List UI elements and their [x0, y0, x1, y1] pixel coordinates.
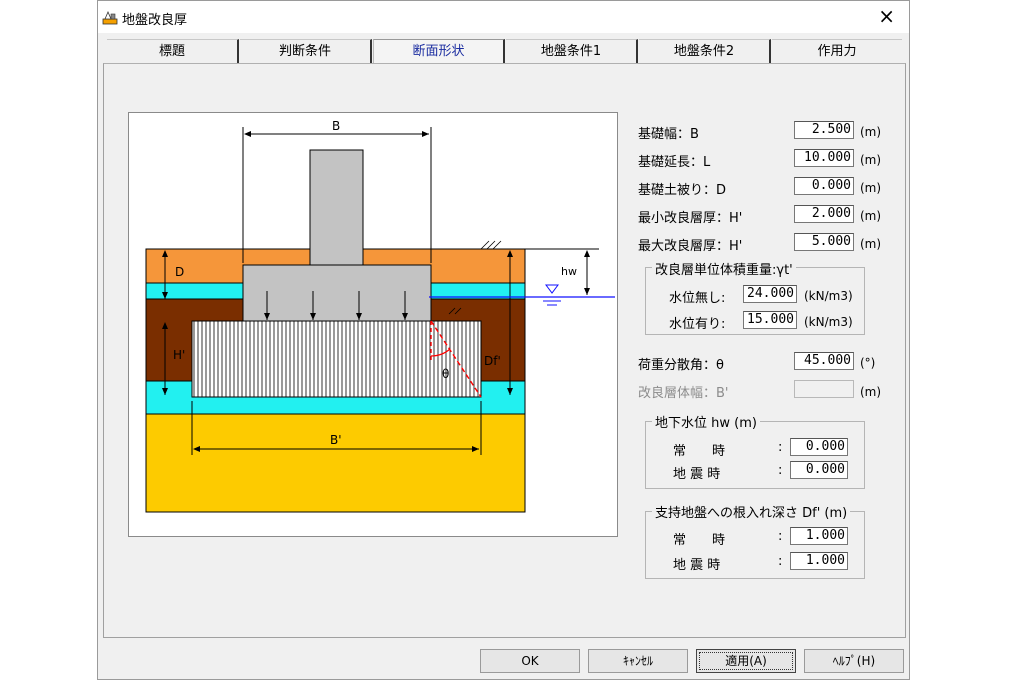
- tab-strip: 標題 判断条件 断面形状 地盤条件1 地盤条件2 作用力: [107, 39, 902, 63]
- embedment-title: 支持地盤への根入れ深さ Df' (m): [652, 502, 851, 521]
- apply-button[interactable]: 適用(A): [696, 649, 796, 673]
- app-icon: [102, 10, 118, 25]
- title-bar: 地盤改良厚 ×: [98, 1, 909, 33]
- tab-title[interactable]: 標題: [107, 39, 239, 63]
- embedment-quake-field[interactable]: 1.000: [790, 552, 848, 570]
- ok-button[interactable]: OK: [480, 649, 580, 673]
- colon-df-normal: :: [778, 529, 783, 544]
- footing-width-field[interactable]: 2.500: [794, 121, 854, 139]
- close-icon[interactable]: ×: [878, 4, 895, 28]
- label-hw-quake: 地 震 時: [673, 467, 721, 482]
- unit-d: (m): [860, 181, 882, 195]
- unit-kn-dry: (kN/m3): [804, 289, 853, 303]
- groundwater-title: 地下水位 hw (m): [652, 412, 760, 431]
- unit-weight-title: 改良層単位体積重量:γt': [652, 259, 796, 278]
- colon-df-quake: :: [778, 554, 783, 569]
- cancel-button[interactable]: ｷｬﾝｾﾙ: [588, 649, 688, 673]
- unit-theta: (°): [860, 356, 876, 370]
- footing-length-field[interactable]: 10.000: [794, 149, 854, 167]
- min-thickness-field[interactable]: 2.000: [794, 205, 854, 223]
- groundwater-normal-field[interactable]: 0.000: [790, 438, 848, 456]
- unit-hmax: (m): [860, 237, 882, 251]
- max-thickness-field[interactable]: 5.000: [794, 233, 854, 251]
- label-b: B: [332, 119, 340, 133]
- footing-base: [242, 264, 432, 322]
- tab-ground-1[interactable]: 地盤条件1: [506, 39, 638, 63]
- colon-hw-quake: :: [778, 463, 783, 478]
- window-title: 地盤改良厚: [122, 13, 188, 28]
- label-footing-length: 基礎延長：L: [638, 155, 711, 170]
- cover-depth-field[interactable]: 0.000: [794, 177, 854, 195]
- water-level-icon: [545, 284, 559, 294]
- label-dispersion-angle: 荷重分散角：θ: [638, 358, 724, 373]
- dispersion-line: [430, 320, 482, 398]
- label-theta: θ: [442, 367, 449, 381]
- label-footing-width: 基礎幅：B: [638, 127, 699, 142]
- colon-hw-normal: :: [778, 440, 783, 455]
- label-h: H': [173, 348, 185, 362]
- tab-section-shape[interactable]: 断面形状: [373, 39, 505, 63]
- label-max-thickness: 最大改良層厚：H': [638, 239, 743, 254]
- section-diagram-svg: B D H' B' Df' hw: [145, 119, 615, 513]
- label-min-thickness: 最小改良層厚：H': [638, 211, 743, 226]
- dispersion-angle-field[interactable]: 45.000: [794, 352, 854, 370]
- unit-weight-wet-field[interactable]: 15.000: [743, 311, 797, 329]
- groundwater-quake-field[interactable]: 0.000: [790, 461, 848, 479]
- tab-judgment[interactable]: 判断条件: [240, 39, 372, 63]
- label-hw-normal: 常 時: [673, 444, 726, 459]
- section-diagram: B D H' B' Df' hw: [128, 112, 618, 537]
- tab-panel: [103, 63, 906, 638]
- embedment-normal-field[interactable]: 1.000: [790, 527, 848, 545]
- label-d: D: [175, 265, 184, 279]
- label-cover-depth: 基礎土被り：D: [638, 183, 727, 198]
- unit-kn-wet: (kN/m3): [804, 315, 853, 329]
- footing-column: [309, 149, 364, 266]
- unit-b: (m): [860, 125, 882, 139]
- unit-bw: (m): [860, 385, 882, 399]
- improved-layer: [191, 320, 482, 398]
- label-bp: B': [330, 433, 342, 447]
- improved-width-field: [794, 380, 854, 398]
- dialog-window: 地盤改良厚 × 標題 判断条件 断面形状 地盤条件1 地盤条件2 作用力: [97, 0, 910, 680]
- unit-weight-dry-field[interactable]: 24.000: [743, 285, 797, 303]
- label-no-water: 水位無し:: [669, 291, 726, 306]
- label-df: Df': [484, 354, 501, 368]
- tab-force[interactable]: 作用力: [772, 39, 902, 63]
- label-improved-width: 改良層体幅：B': [638, 386, 729, 401]
- load-arrows: [264, 291, 408, 320]
- label-hw: hw: [561, 265, 577, 278]
- unit-hmin: (m): [860, 209, 882, 223]
- help-button[interactable]: ﾍﾙﾌﾟ(H): [804, 649, 904, 673]
- label-with-water: 水位有り:: [669, 317, 726, 332]
- unit-l: (m): [860, 153, 882, 167]
- label-df-quake: 地 震 時: [673, 558, 721, 573]
- layer-bearing: [145, 413, 526, 513]
- tab-ground-2[interactable]: 地盤条件2: [639, 39, 771, 63]
- label-df-normal: 常 時: [673, 533, 726, 548]
